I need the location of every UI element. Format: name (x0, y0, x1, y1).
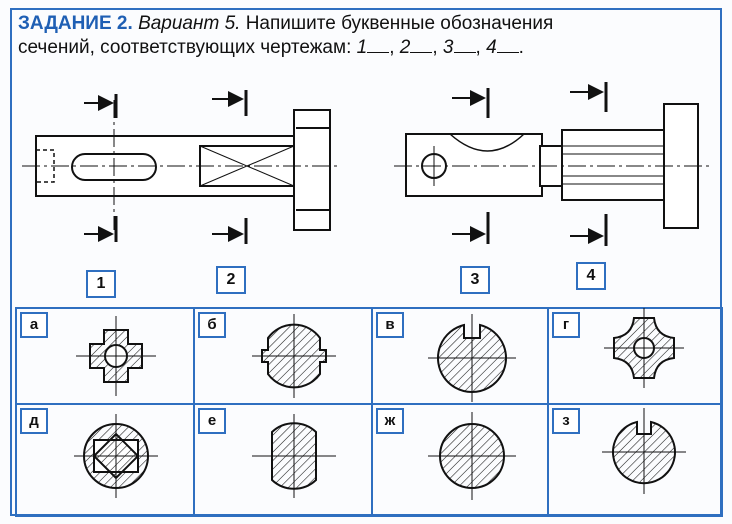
task-number: 2. (116, 13, 133, 34)
section-b-shape (252, 314, 336, 398)
section-letter-a: а (20, 312, 48, 338)
section-a-shape (76, 316, 156, 396)
drawing-number-3: 3 (460, 266, 490, 294)
task-text-line1: Напишите буквенные обозначения (245, 13, 554, 34)
section-mark-4 (570, 82, 608, 246)
answer-slot-4[interactable] (496, 38, 519, 53)
section-letter-e: е (198, 408, 226, 434)
section-d-shape (74, 414, 158, 498)
section-z-shape (602, 408, 686, 494)
section-g-shape (604, 308, 684, 388)
section-mark-3 (452, 88, 490, 244)
slot-1-number: 1 (356, 37, 368, 58)
section-letter-z: з (552, 408, 580, 434)
section-letter-v: в (376, 312, 404, 338)
section-letter-g: г (552, 312, 580, 338)
shaft-drawing-right (394, 103, 712, 229)
shaft-drawing-left (22, 100, 340, 231)
answer-slot-2[interactable] (410, 38, 433, 53)
task-statement: ЗАДАНИЕ 2. Вариант 5. Напишите буквенные… (18, 13, 554, 58)
answer-slot-3[interactable] (453, 38, 476, 53)
drawing-number-1: 1 (86, 270, 116, 298)
section-letter-zh: ж (376, 408, 404, 434)
task-text-line2: сечений, соответствующих чертежам: (18, 37, 352, 58)
task-variant: Вариант 5. (138, 13, 241, 34)
section-v-shape (428, 314, 516, 402)
section-mark-1 (84, 94, 118, 242)
drawing-number-4: 4 (576, 262, 606, 290)
slot-4-number: 4 (486, 37, 497, 58)
section-letter-b: б (198, 312, 226, 338)
slot-3-number: 3 (442, 37, 454, 58)
section-letter-d: д (20, 408, 48, 434)
slot-2-number: 2 (399, 37, 411, 58)
drawing-number-2: 2 (216, 266, 246, 294)
section-zh-shape (428, 412, 516, 500)
sections-grid (15, 307, 723, 517)
answer-slot-1[interactable] (367, 38, 390, 53)
section-mark-2 (212, 90, 248, 244)
section-e-shape (252, 414, 336, 498)
task-label: ЗАДАНИЕ (18, 13, 112, 34)
